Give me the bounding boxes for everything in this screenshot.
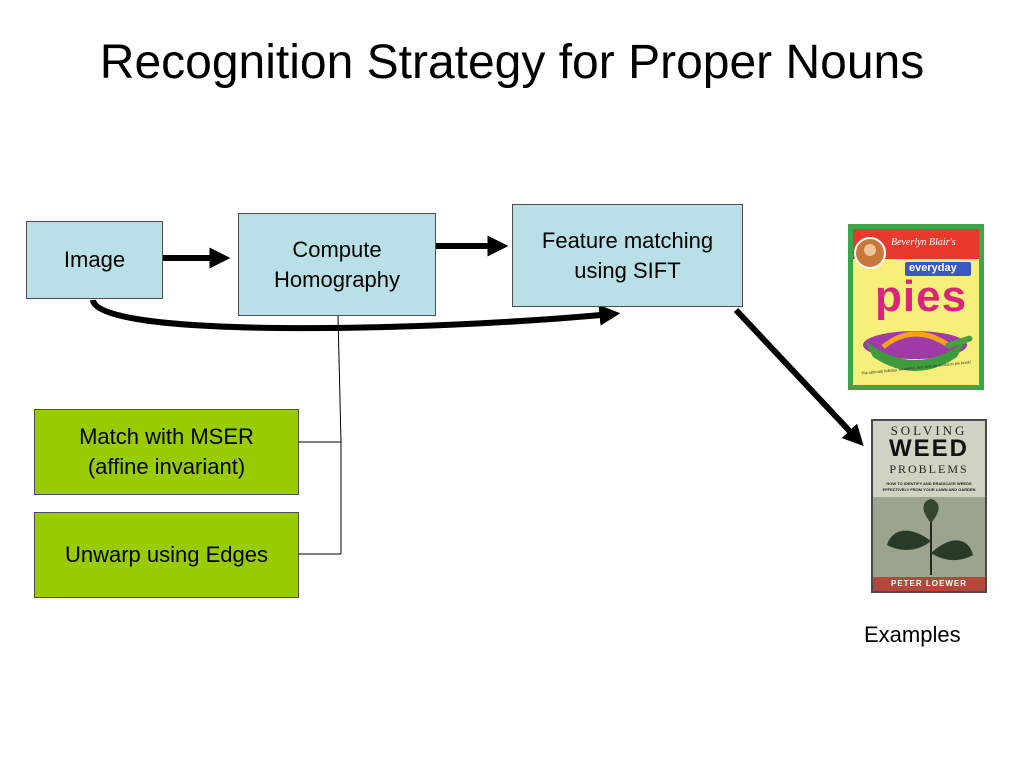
example-book-cover-weeds: SOLVING WEED PROBLEMS HOW TO IDENTIFY AN… — [871, 419, 987, 593]
weeds-subtitle-line2: EFFECTIVELY FROM YOUR LAWN AND GARDEN — [882, 487, 976, 492]
weeds-author-band — [873, 577, 985, 591]
match-mser-node: Match with MSER (affine invariant) — [34, 409, 299, 495]
examples-caption: Examples — [864, 622, 961, 647]
feature-matching-label-line2: using SIFT — [574, 257, 681, 283]
pies-cover-art — [853, 229, 979, 371]
compute-homography-label-line1: Compute — [292, 236, 382, 262]
image-node: Image — [26, 221, 163, 299]
weeds-title-solving: SOLVING — [890, 423, 968, 438]
unwarp-edges-label: Unwarp using Edges — [64, 542, 268, 567]
weeds-title-problems: PROBLEMS — [889, 462, 969, 476]
pies-author: Beverlyn Blair's — [891, 237, 956, 248]
feature-matching-label-line1: Feature matching — [541, 227, 714, 253]
slide-title: Recognition Strategy for Proper Nouns — [99, 36, 925, 89]
pies-word-everyday: everyday — [909, 262, 957, 274]
compute-homography-node: Compute Homography — [238, 213, 436, 316]
weeds-subtitle-line1: HOW TO IDENTIFY AND ERADICATE WEEDS — [886, 481, 972, 486]
unwarp-edges-node: Unwarp using Edges — [34, 512, 299, 598]
weeds-title-weed: WEED — [889, 435, 969, 462]
match-mser-label-line1: Match with MSER — [79, 424, 254, 449]
weeds-author: PETER LOEWER — [890, 579, 967, 588]
example-book-cover-pies: Beverlyn Blair's everyday pies The ultim… — [848, 224, 984, 390]
arrow-sift-to-examples — [733, 307, 864, 447]
pies-word-pies: pies — [875, 272, 968, 321]
feature-matching-sift-node: Feature matching using SIFT — [512, 204, 743, 307]
match-mser-label-line2: (affine invariant) — [87, 454, 246, 479]
connector-homography-branches — [337, 315, 342, 554]
image-node-label: Image — [63, 247, 126, 272]
weeds-plant-illustration — [873, 497, 985, 577]
compute-homography-label-line2: Homography — [274, 266, 400, 292]
arrow-image-to-sift-curve — [90, 298, 621, 332]
